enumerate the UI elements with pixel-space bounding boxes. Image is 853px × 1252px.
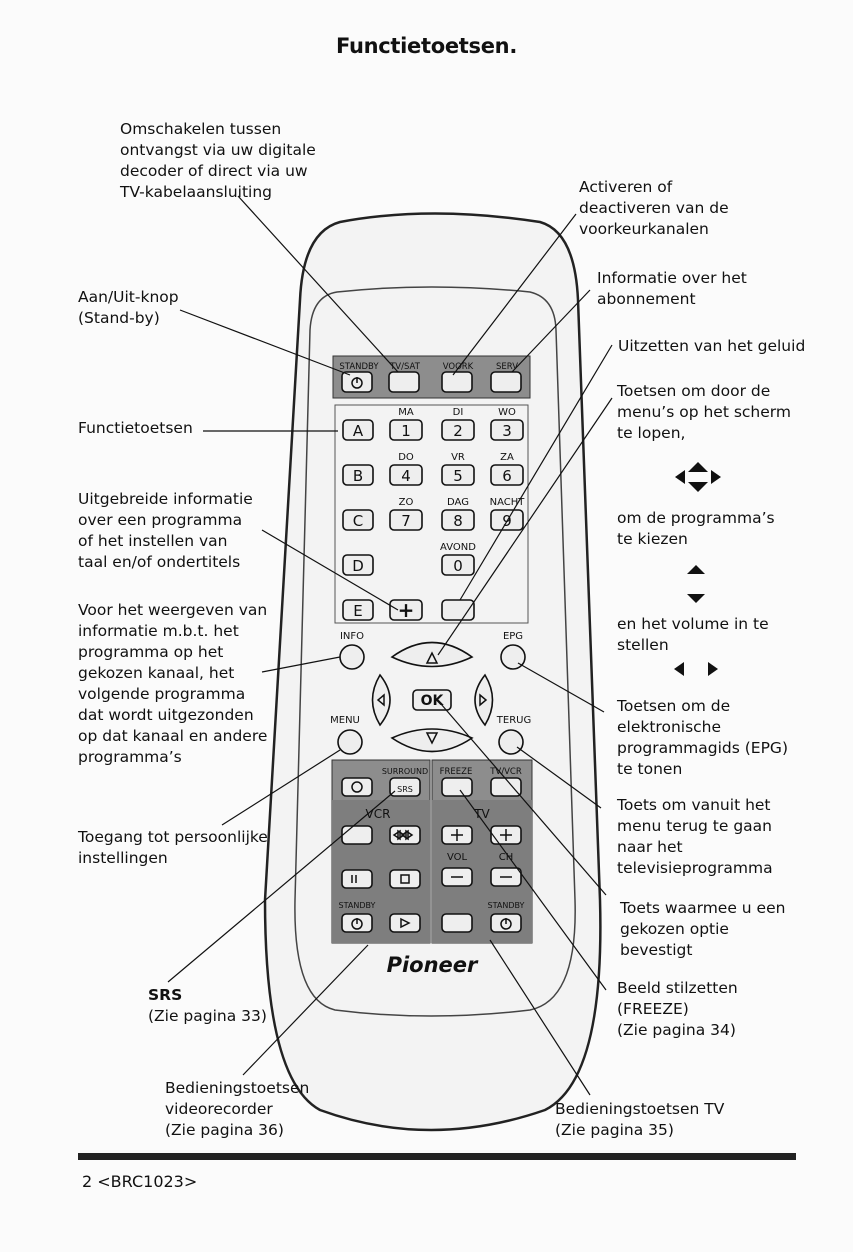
svg-text:ZO: ZO (399, 497, 414, 508)
annotation-tv-page: (Zie pagina 35) (555, 1121, 674, 1139)
annotation-volume: en het volume in te stellen (617, 615, 769, 654)
svg-text:+: + (398, 598, 415, 622)
ch-label: CH (499, 852, 514, 863)
key-a: A (353, 422, 364, 440)
key-7: 7 (401, 512, 411, 530)
annotation-navigate: Toetsen om door de menu’s op het scherm … (617, 382, 791, 442)
tvsat-label: TV/SAT (389, 362, 421, 372)
annotation-freeze-title: Beeld stilzetten (FREEZE) (617, 979, 738, 1018)
pioneer-logo: Pioneer (387, 953, 479, 977)
annotation-choose: om de programma’s te kiezen (617, 509, 775, 548)
annotation-srs-title: SRS (148, 986, 183, 1004)
serv-label: SERV (496, 362, 518, 372)
freeze-label: FREEZE (440, 767, 473, 777)
annotation-menu: Toegang tot persoonlijke instellingen (78, 828, 268, 867)
key-e: E (353, 602, 362, 620)
svg-text:NACHT: NACHT (490, 497, 526, 508)
vol-label: VOL (447, 852, 468, 863)
key-b: B (353, 467, 363, 485)
annotation-extended-info: Uitgebreide informatie over een programm… (78, 490, 253, 571)
svg-text:VR: VR (451, 452, 465, 463)
voork-label: VOORK (443, 362, 474, 372)
annotation-vcr-page: (Zie pagina 36) (165, 1121, 284, 1139)
svg-text:STANDBY: STANDBY (339, 901, 376, 910)
page-title: Functietoetsen. (335, 34, 518, 58)
annotation-power: Aan/Uit-knop (Stand-by) (78, 288, 179, 327)
key-6: 6 (502, 467, 512, 485)
key-8: 8 (453, 512, 463, 530)
key-5: 5 (453, 467, 463, 485)
footer-rule (78, 1153, 796, 1160)
tv-label: TV (473, 807, 490, 821)
key-3: 3 (502, 422, 512, 440)
svg-text:DI: DI (453, 407, 464, 418)
annotation-switch: Omschakelen tussen ontvangst via uw digi… (120, 120, 316, 201)
key-4: 4 (401, 467, 411, 485)
svg-text:ZA: ZA (500, 452, 514, 463)
key-2: 2 (453, 422, 463, 440)
annotation-vcr-title: Bedieningstoetsen videorecorder (165, 1079, 310, 1118)
surround-label: SURROUND (382, 767, 428, 776)
tvvcr-label: TV/VCR (489, 767, 522, 777)
menu-label: MENU (330, 715, 360, 726)
annotation-function-keys: Functietoetsen (78, 419, 193, 437)
annotation-tv-title: Bedieningstoetsen TV (555, 1100, 725, 1118)
svg-text:DAG: DAG (447, 497, 469, 508)
svg-text:DO: DO (398, 452, 414, 463)
key-1: 1 (401, 422, 411, 440)
page-footer: 2 <BRC1023> (82, 1172, 198, 1191)
key-0: 0 (453, 557, 463, 575)
key-c: C (353, 512, 363, 530)
epg-label: EPG (503, 631, 523, 642)
info-label: INFO (340, 631, 364, 642)
svg-text:STANDBY: STANDBY (488, 901, 525, 910)
annotation-mute: Uitzetten van het geluid (618, 337, 806, 355)
vcr-label: VCR (366, 807, 391, 821)
standby-label: STANDBY (339, 362, 379, 372)
svg-text:WO: WO (498, 407, 516, 418)
annotation-srs-page: (Zie pagina 33) (148, 1007, 267, 1025)
svg-text:AVOND: AVOND (440, 542, 476, 553)
terug-label: TERUG (496, 715, 531, 726)
srs-key: SRS (397, 785, 413, 794)
annotation-favorites: Activeren of deactiveren van de voorkeur… (579, 178, 729, 238)
ok-key: OK (421, 693, 445, 709)
annotation-epg: Toetsen om de elektronische programmagid… (617, 697, 788, 778)
annotation-back: Toets om vanuit het menu terug te gaan n… (617, 796, 773, 877)
svg-text:MA: MA (398, 407, 414, 418)
annotation-confirm: Toets waarmee u een gekozen optie bevest… (620, 899, 786, 959)
annotation-freeze-page: (Zie pagina 34) (617, 1021, 736, 1039)
key-d: D (352, 557, 364, 575)
annotation-info: Voor het weergeven van informatie m.b.t.… (78, 601, 268, 766)
annotation-subscription: Informatie over het abonnement (597, 269, 747, 308)
